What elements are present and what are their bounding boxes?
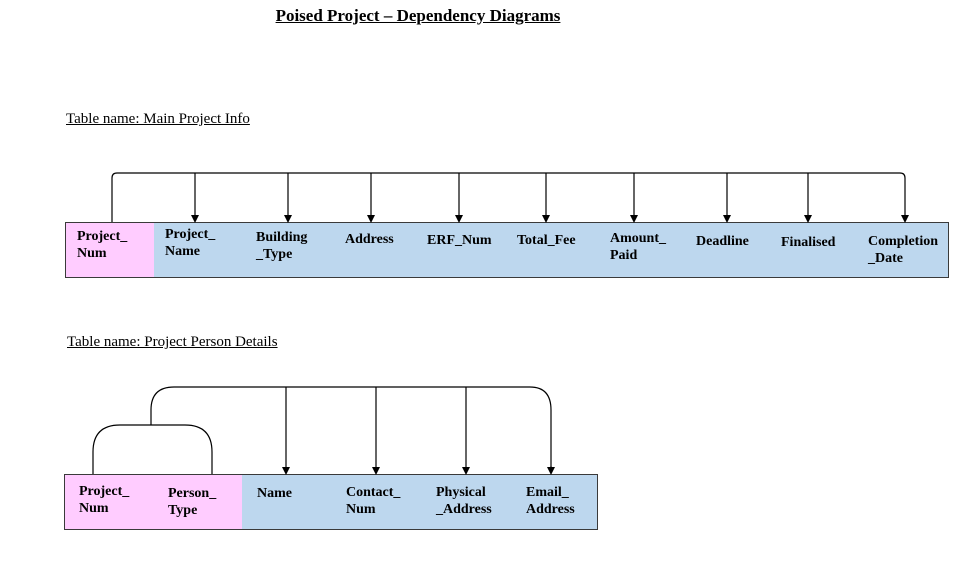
column-deadline: Deadline [682,222,772,278]
dependency-bus-line [111,172,906,222]
page-title: Poised Project – Dependency Diagrams [275,6,561,25]
column-erf-num: ERF_Num [418,222,508,278]
table-label-main-project-info: Table name: Main Project Info [66,111,250,127]
column-finalised: Finalised [771,222,861,278]
dependency-bus-line [150,386,552,468]
column-contact-num: Contact_ Num [331,474,420,530]
column-completion-date: Completion _Date [860,222,949,278]
table-label-project-person-details: Table name: Project Person Details [67,334,278,350]
column-amount-paid: Amount_ Paid [595,222,683,278]
main-project-info-dependencies [111,172,909,223]
project-person-details-dependencies [92,386,555,475]
column-project-name: Project_ Name [154,222,244,278]
column-project-num: Project_ Num [64,474,154,530]
column-total-fee: Total_Fee [507,222,596,278]
column-physical-address: Physical _Address [419,474,509,530]
column-email-address: Email_ Address [508,474,598,530]
composite-key-bracket [92,424,213,474]
column-project-num: Project_ Num [65,222,155,278]
column-person-type: Person_ Type [153,474,243,530]
column-name: Name [242,474,332,530]
